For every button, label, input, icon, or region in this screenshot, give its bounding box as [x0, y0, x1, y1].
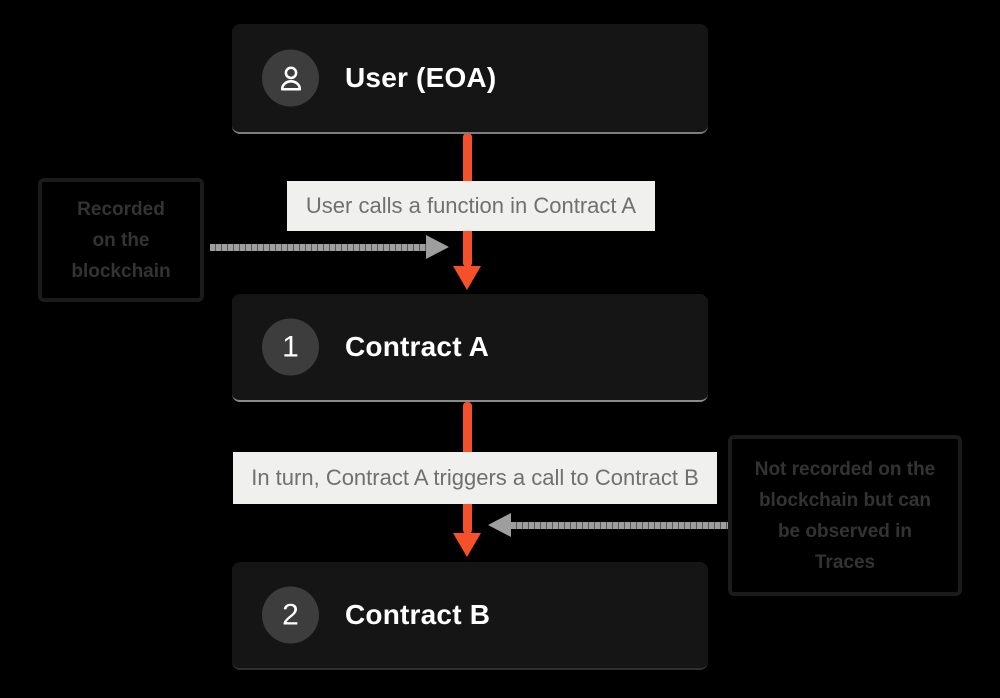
node-contract-b-label: Contract B	[345, 599, 491, 630]
annotation-line: blockchain	[71, 260, 171, 282]
person-icon	[280, 65, 301, 91]
annotation-line: on the	[92, 229, 150, 251]
annotation-line: blockchain but can	[758, 489, 932, 511]
edge-label-user-call: User calls a function in Contract A	[287, 181, 655, 231]
step-2-badge: 2	[262, 586, 319, 644]
node-user-label: User (EOA)	[345, 62, 497, 93]
annotation-line: Traces	[814, 551, 876, 573]
arrowhead-left-icon	[488, 513, 511, 537]
arrowhead-down-icon	[453, 266, 481, 290]
annotation-line: Recorded	[77, 198, 165, 220]
gray-arrow-recorded-pointer	[210, 244, 426, 251]
step-1-badge: 1	[262, 318, 319, 376]
node-contract-b: 2 Contract B	[232, 562, 708, 670]
annotation-line: Not recorded on the	[754, 458, 936, 480]
step-2-number: 2	[282, 598, 299, 631]
annotation-recorded-on-blockchain: Recorded on the blockchain	[38, 178, 204, 302]
edge-label-contract-a-call: In turn, Contract A triggers a call to C…	[233, 452, 717, 504]
node-contract-a: 1 Contract A	[232, 294, 708, 402]
arrowhead-right-icon	[426, 235, 449, 259]
node-contract-a-label: Contract A	[345, 331, 490, 362]
gray-arrow-traces-pointer	[511, 522, 729, 529]
annotation-line: be observed in	[777, 520, 913, 542]
node-user-eoa: User (EOA)	[232, 24, 708, 134]
user-avatar-badge	[262, 49, 319, 107]
annotation-observed-in-traces: Not recorded on the blockchain but can b…	[728, 435, 962, 596]
step-1-number: 1	[282, 330, 299, 363]
arrowhead-down-icon	[453, 533, 481, 557]
